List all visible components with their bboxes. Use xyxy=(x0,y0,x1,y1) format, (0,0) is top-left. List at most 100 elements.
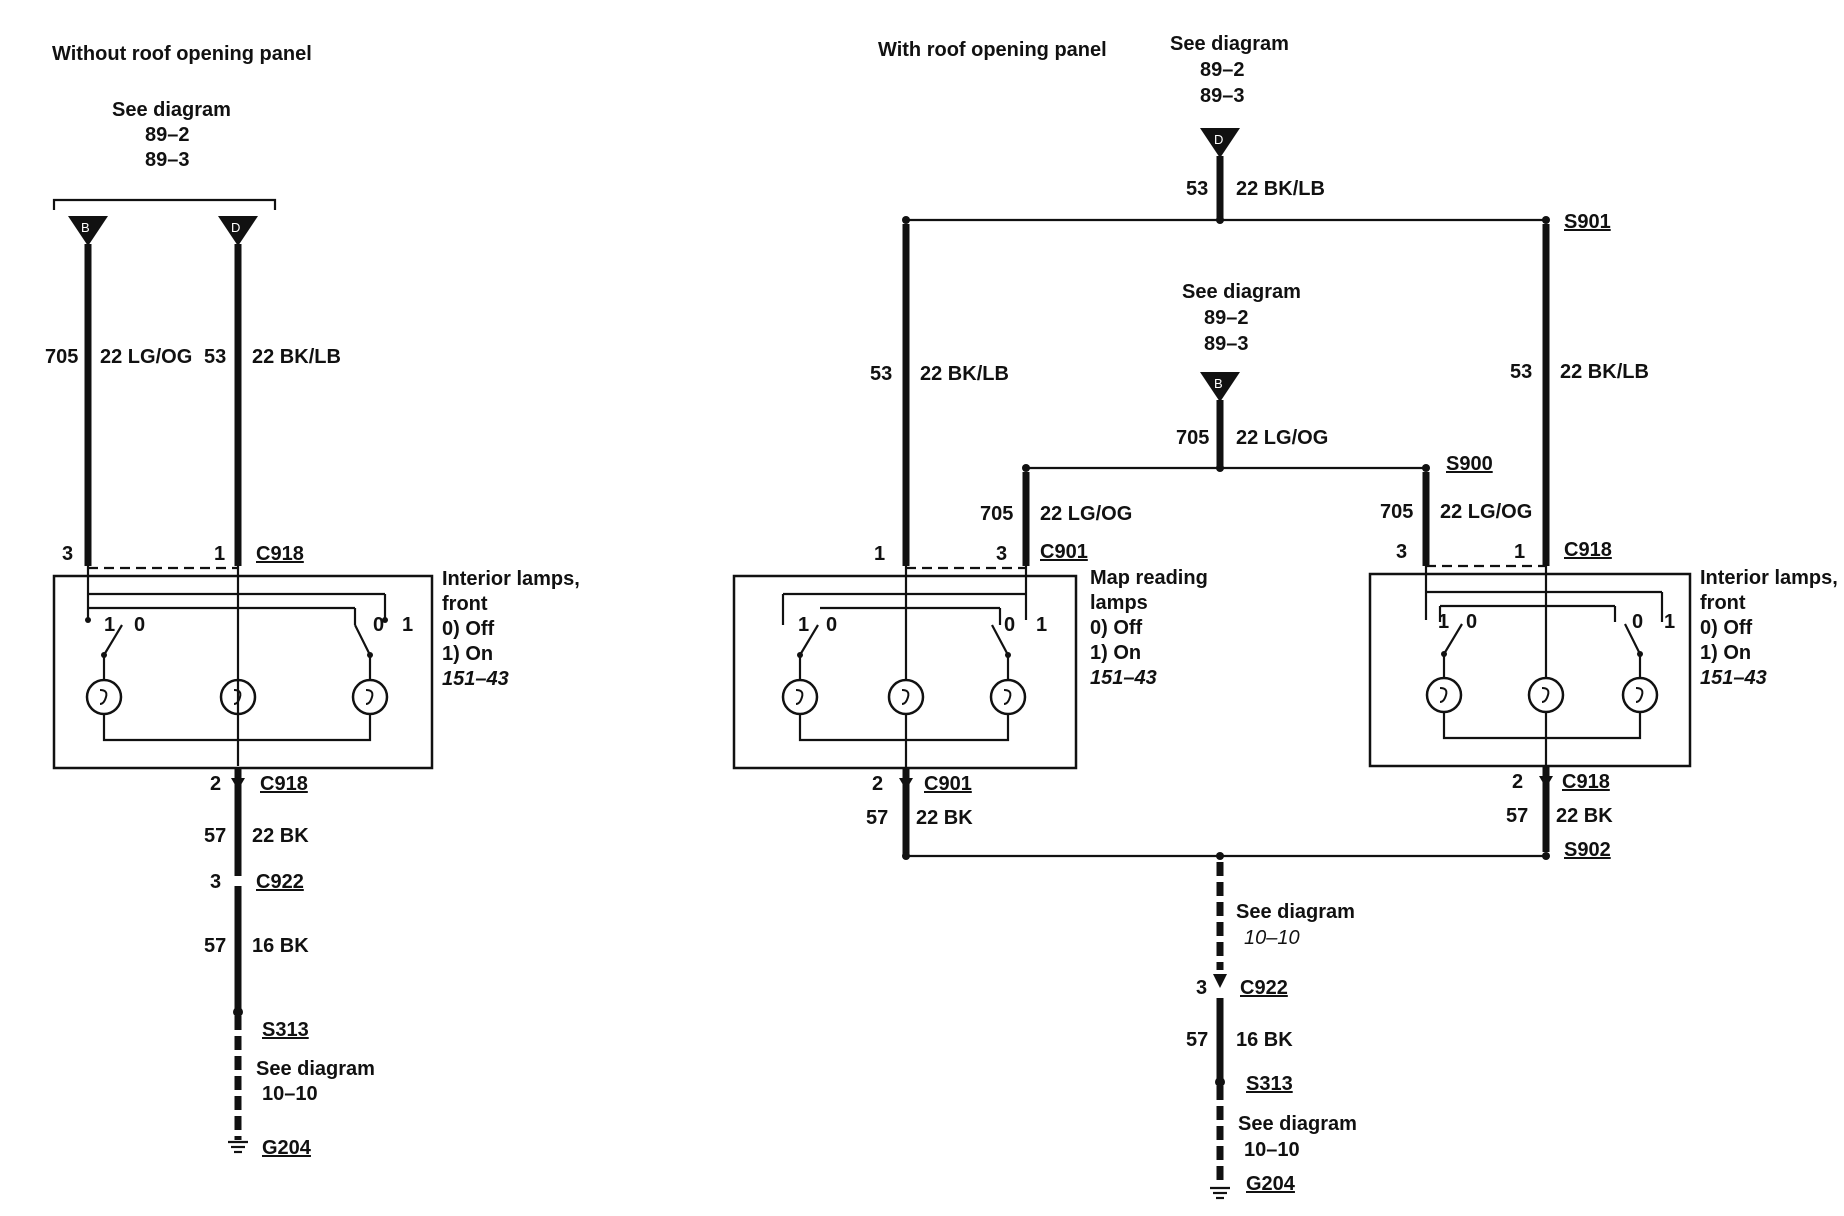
right-bus-top-dot-r xyxy=(1542,216,1550,224)
right-map-pin-2: 2 xyxy=(872,773,883,795)
left-wire-57b-circuit: 57 xyxy=(204,935,226,957)
left-bracket xyxy=(52,198,277,210)
left-ground-icon xyxy=(228,1140,248,1154)
left-pin-3: 3 xyxy=(62,543,73,565)
right-bus-705-dot-c xyxy=(1216,464,1224,472)
left-component-state0: 0) Off xyxy=(442,618,495,640)
right-int-sw-left-0: 0 xyxy=(1466,611,1477,633)
right-wire-705-right-circuit: 705 xyxy=(1380,501,1413,523)
right-wire-53-left-circuit: 53 xyxy=(870,363,892,385)
right-int-lamp-3-filament xyxy=(1635,687,1644,703)
right-c922-arrow xyxy=(1213,974,1227,988)
right-wire-57-right-gauge: 22 BK xyxy=(1556,805,1613,827)
right-map-pin-3: 3 xyxy=(996,543,1007,565)
left-heading: Without roof opening panel xyxy=(52,43,312,65)
right-connector-d-label: D xyxy=(1214,132,1223,147)
right-int-lamp-3-icon xyxy=(1621,676,1659,714)
right-wire-57b-gauge: 16 BK xyxy=(1236,1029,1293,1051)
right-connector-d-icon xyxy=(1200,128,1240,158)
right-c901-top: C901 xyxy=(1040,541,1088,563)
left-see-ref2: 89–3 xyxy=(145,149,190,171)
right-map-component-line2: lamps xyxy=(1090,592,1148,614)
right-wire-705-left-circuit: 705 xyxy=(980,503,1013,525)
right-wire-53-right-circuit: 53 xyxy=(1510,361,1532,383)
right-see-mid-ref2: 89–3 xyxy=(1204,333,1249,355)
right-wire-53-left-gauge: 22 BK/LB xyxy=(920,363,1009,385)
right-int-component-ref: 151–43 xyxy=(1700,667,1767,689)
right-map-lamp-1-filament xyxy=(795,689,804,705)
right-map-lamp-2-icon xyxy=(887,678,925,716)
right-c918-top: C918 xyxy=(1564,539,1612,561)
right-bus-top-dot-l xyxy=(902,216,910,224)
left-c918-top: C918 xyxy=(256,543,304,565)
left-component-state1: 1) On xyxy=(442,643,493,665)
left-wire-705-gauge: 22 LG/OG xyxy=(100,346,192,368)
right-c918-bottom: C918 xyxy=(1562,771,1610,793)
left-see-diagram-top: See diagram xyxy=(112,99,231,121)
right-connector-b-label: B xyxy=(1214,376,1223,391)
left-pin-3b: 3 xyxy=(210,871,221,893)
left-lamp-box xyxy=(52,574,434,770)
right-map-lamp-3-filament xyxy=(1003,689,1012,705)
right-c918-bottom-arrow xyxy=(1539,776,1553,788)
left-component-line2: front xyxy=(442,593,488,615)
left-sw-left-1: 1 xyxy=(104,614,115,636)
left-switch-left-icon xyxy=(103,624,123,656)
left-pin-2: 2 xyxy=(210,773,221,795)
right-int-component-state0: 0) Off xyxy=(1700,617,1753,639)
right-wire-57-left-circuit: 57 xyxy=(866,807,888,829)
right-wire-705-left-gauge: 22 LG/OG xyxy=(1040,503,1132,525)
left-component-ref: 151–43 xyxy=(442,668,509,690)
right-c901-bottom-arrow xyxy=(899,778,913,790)
right-see-bottom-label: See diagram xyxy=(1238,1113,1357,1135)
left-wire-53-circuit: 53 xyxy=(204,346,226,368)
right-map-sw-right-0: 0 xyxy=(1004,614,1015,636)
left-connector-b-label: B xyxy=(81,220,90,235)
left-wire-57a-gauge: 22 BK xyxy=(252,825,309,847)
right-s901: S901 xyxy=(1564,211,1611,233)
right-int-pin-2: 2 xyxy=(1512,771,1523,793)
right-map-component-state1: 1) On xyxy=(1090,642,1141,664)
left-lamp-1-filament xyxy=(99,689,108,705)
right-int-sw-left-1: 1 xyxy=(1438,611,1449,633)
right-map-component-line1: Map reading xyxy=(1090,567,1208,589)
right-int-sw-right-0: 0 xyxy=(1632,611,1643,633)
left-lamp-2-icon xyxy=(219,678,257,716)
right-wire-57-right-circuit: 57 xyxy=(1506,805,1528,827)
left-sw-dot xyxy=(85,617,91,623)
right-int-switch-left-icon xyxy=(1443,623,1463,655)
right-bus-top-dot-c xyxy=(1216,216,1224,224)
left-g204: G204 xyxy=(262,1137,312,1159)
right-see-diagram-mid: See diagram xyxy=(1182,281,1301,303)
left-lamp-1-icon xyxy=(85,678,123,716)
right-int-component-line2: front xyxy=(1700,592,1746,614)
right-int-pin-1: 1 xyxy=(1514,541,1525,563)
right-int-component-line1: Interior lamps, xyxy=(1700,567,1838,589)
right-int-pin-3: 3 xyxy=(1396,541,1407,563)
right-int-box xyxy=(1368,572,1692,768)
right-map-component-state0: 0) Off xyxy=(1090,617,1143,639)
left-lamp-2-filament xyxy=(233,689,242,705)
right-int-component-state1: 1) On xyxy=(1700,642,1751,664)
right-map-sw-left-0: 0 xyxy=(826,614,837,636)
left-c922: C922 xyxy=(256,871,304,893)
right-map-component-ref: 151–43 xyxy=(1090,667,1157,689)
right-c922: C922 xyxy=(1240,977,1288,999)
left-see-bottom-ref: 10–10 xyxy=(262,1083,318,1105)
left-sw-left-0: 0 xyxy=(134,614,145,636)
right-map-sw-right-1: 1 xyxy=(1036,614,1047,636)
right-see-top-ref1: 89–2 xyxy=(1200,59,1245,81)
left-sw-dot-r xyxy=(382,617,388,623)
right-map-switch-left-icon xyxy=(799,624,819,656)
left-wire-57b-gauge: 16 BK xyxy=(252,935,309,957)
right-map-sw-left-1: 1 xyxy=(798,614,809,636)
left-c918-bottom-arrow xyxy=(231,778,245,790)
right-wire-53-right-gauge: 22 BK/LB xyxy=(1560,361,1649,383)
left-s313-dot xyxy=(233,1007,243,1017)
left-s313: S313 xyxy=(262,1019,309,1041)
right-int-lamp-1-filament xyxy=(1439,687,1448,703)
left-diagram: Without roof opening panel See diagram 8… xyxy=(45,43,580,1159)
left-see-bottom-label: See diagram xyxy=(256,1058,375,1080)
right-wire-705-mid-circuit: 705 xyxy=(1176,427,1209,449)
